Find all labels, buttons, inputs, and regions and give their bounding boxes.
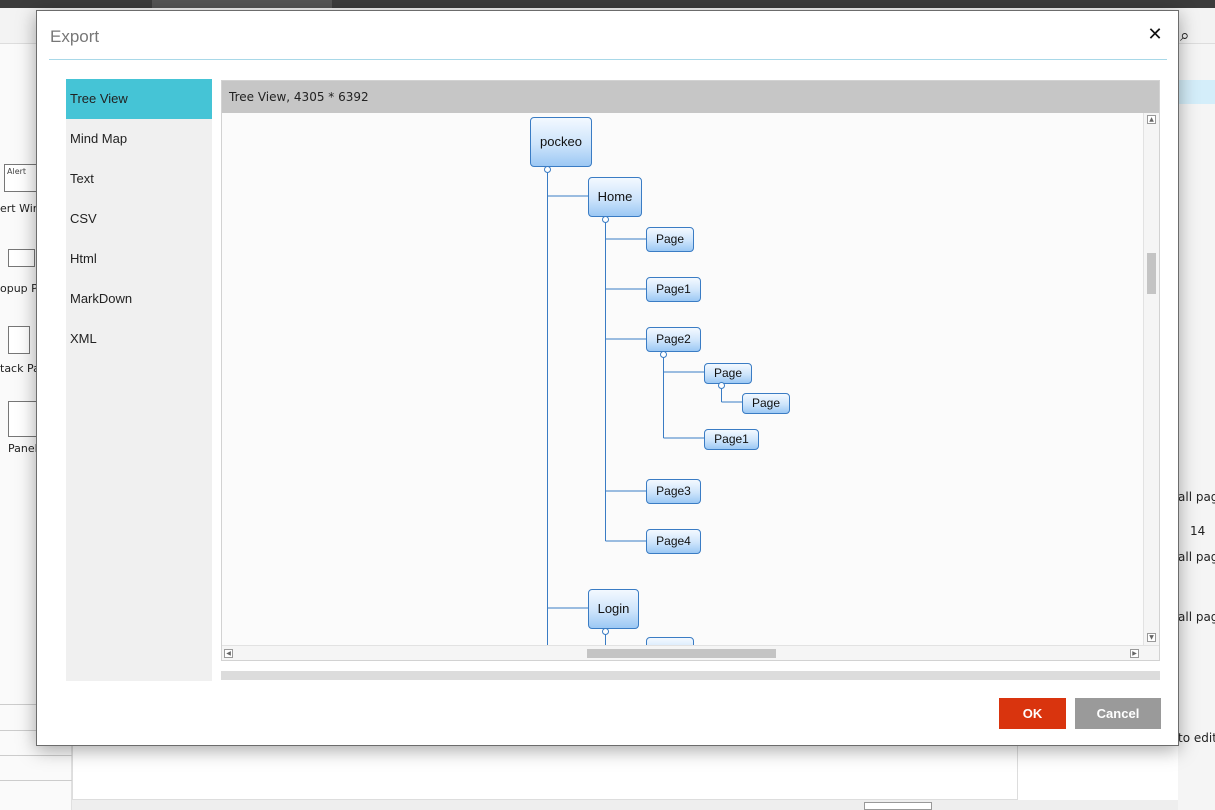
format-xml[interactable]: XML [70, 331, 97, 346]
app-search-field[interactable] [152, 0, 332, 8]
format-markdown[interactable]: MarkDown [70, 291, 133, 306]
divider [0, 755, 72, 756]
tree-node-home[interactable]: Home [588, 177, 642, 217]
expand-handle[interactable] [718, 382, 725, 389]
ok-button[interactable]: OK [999, 698, 1066, 729]
property-label: all pag [1178, 490, 1215, 504]
stack-panel-thumbnail[interactable] [8, 326, 30, 354]
export-dialog: Export ✕ Tree View Mind Map Text CSV Htm… [36, 10, 1179, 746]
panel-thumbnail[interactable] [8, 401, 38, 437]
properties-header [1178, 80, 1215, 104]
status-bar [72, 800, 1215, 810]
divider [0, 780, 72, 781]
component-label: ert Win [0, 202, 40, 215]
format-html[interactable]: Html [70, 251, 97, 266]
vertical-scroll-thumb[interactable] [1147, 253, 1156, 294]
title-divider [49, 59, 1167, 60]
format-text[interactable]: Text [70, 171, 94, 186]
scroll-down-icon[interactable]: ▼ [1147, 633, 1156, 642]
scroll-right-icon[interactable]: ▶ [1130, 649, 1139, 658]
horizontal-scroll-thumb[interactable] [587, 649, 776, 658]
app-top-bar [0, 0, 1215, 8]
alert-thumb-label: Alert [7, 167, 27, 176]
tree-node-login-child[interactable] [646, 637, 694, 645]
tree-node-page1[interactable]: Page1 [646, 277, 701, 302]
tree-node-page3[interactable]: Page3 [646, 479, 701, 504]
tree-node-page[interactable]: Page [646, 227, 694, 252]
property-hint: to edit [1178, 731, 1215, 745]
properties-panel: all pag 14 all pag all pag to edit [1178, 44, 1215, 810]
zoom-select[interactable] [864, 802, 932, 810]
alert-window-thumbnail[interactable]: Alert [4, 164, 38, 192]
dialog-title: Export [50, 27, 100, 46]
scroll-left-icon[interactable]: ◀ [224, 649, 233, 658]
tree-preview-canvas[interactable]: pockeo Home Page Page1 Page2 Page Page P… [222, 113, 1143, 645]
tree-node-page2[interactable]: Page2 [646, 327, 701, 352]
expand-handle[interactable] [544, 166, 551, 173]
tree-connectors [547, 169, 742, 645]
format-csv[interactable]: CSV [70, 211, 97, 226]
preview-header: Tree View, 4305 * 6392 [222, 81, 1159, 113]
scroll-up-icon[interactable]: ▲ [1147, 115, 1156, 124]
component-label: opup Pa [0, 282, 45, 295]
export-preview: Tree View, 4305 * 6392 [221, 80, 1160, 661]
component-label: Panel [8, 442, 38, 455]
tree-node-page2-grandchild[interactable]: Page [742, 393, 790, 414]
property-label: all pag [1178, 610, 1215, 624]
tree-node-root[interactable]: pockeo [530, 117, 592, 167]
format-tree-view[interactable]: Tree View [66, 79, 212, 119]
expand-handle[interactable] [660, 351, 667, 358]
close-icon[interactable]: ✕ [1147, 24, 1163, 45]
page-count-value[interactable]: 14 [1190, 524, 1206, 538]
cancel-button[interactable]: Cancel [1075, 698, 1161, 729]
export-progress-bar [221, 671, 1160, 680]
format-mind-map[interactable]: Mind Map [70, 131, 128, 146]
horizontal-scrollbar[interactable]: ◀ ▶ [222, 645, 1159, 660]
tree-node-page2-child[interactable]: Page [704, 363, 752, 384]
popup-panel-thumbnail[interactable] [8, 249, 35, 267]
vertical-scrollbar[interactable]: ▲ ▼ [1143, 113, 1159, 645]
expand-handle[interactable] [602, 216, 609, 223]
component-label: tack Pa [0, 362, 40, 375]
tree-node-login[interactable]: Login [588, 589, 639, 629]
design-canvas[interactable] [72, 745, 1018, 800]
property-label: all pag [1178, 550, 1215, 564]
search-icon[interactable]: ⌕ [1180, 26, 1190, 46]
expand-handle[interactable] [602, 628, 609, 635]
tree-node-page2-child[interactable]: Page1 [704, 429, 759, 450]
export-format-list: Tree View Mind Map Text CSV Html MarkDow… [66, 79, 212, 681]
tree-node-page4[interactable]: Page4 [646, 529, 701, 554]
